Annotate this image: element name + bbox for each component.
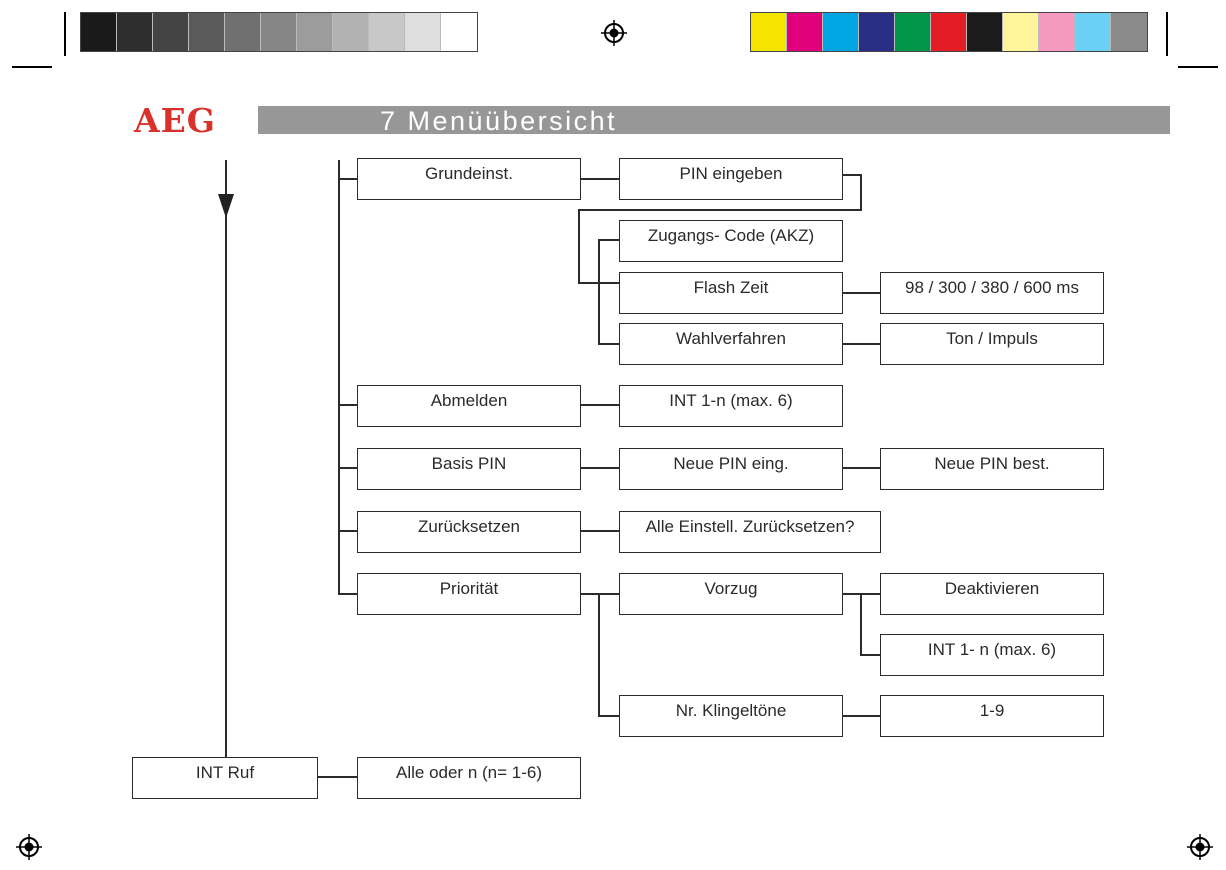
gray-swatch-2 — [117, 13, 153, 51]
menu-box-alle-oder-n: Alle oder n (n= 1-6) — [357, 757, 581, 799]
menu-box-flash-values: 98 / 300 / 380 / 600 ms — [880, 272, 1104, 314]
menu-box-ton-impuls: Ton / Impuls — [880, 323, 1104, 365]
color-swatch-3 — [823, 13, 859, 51]
crop-mark-top-right-horizontal — [1178, 66, 1218, 68]
color-swatch-9 — [1039, 13, 1075, 51]
crop-mark-top-right-vertical — [1166, 12, 1168, 56]
menu-box-zugangs-code: Zugangs- Code (AKZ) — [619, 220, 843, 262]
color-swatch-11 — [1111, 13, 1147, 51]
menu-box-nr-klingeltoene: Nr. Klingeltöne — [619, 695, 843, 737]
sub-spine-prioritaet — [598, 594, 619, 717]
gray-swatch-6 — [261, 13, 297, 51]
menu-box-int-1-n: INT 1-n (max. 6) — [619, 385, 843, 427]
menu-box-flash-zeit: Flash Zeit — [619, 272, 843, 314]
gray-swatch-5 — [225, 13, 261, 51]
menu-box-int-ruf: INT Ruf — [132, 757, 318, 799]
color-swatch-10 — [1075, 13, 1111, 51]
section-title-bar — [258, 106, 1170, 134]
menu-box-wahlverfahren: Wahlverfahren — [619, 323, 843, 365]
gray-swatch-10 — [405, 13, 441, 51]
color-swatch-1 — [751, 13, 787, 51]
menu-box-vorzug: Vorzug — [619, 573, 843, 615]
gray-swatch-3 — [153, 13, 189, 51]
menu-box-range-1-9: 1-9 — [880, 695, 1104, 737]
color-swatch-4 — [859, 13, 895, 51]
menu-box-abmelden: Abmelden — [357, 385, 581, 427]
gray-swatch-11 — [441, 13, 477, 51]
menu-box-pin-eingeben: PIN eingeben — [619, 158, 843, 200]
registration-mark-icon — [16, 834, 42, 860]
color-swatch-8 — [1003, 13, 1039, 51]
gray-swatch-4 — [189, 13, 225, 51]
menu-box-neue-pin-best: Neue PIN best. — [880, 448, 1104, 490]
aeg-logo: AEG — [134, 101, 216, 140]
menu-box-prioritaet: Priorität — [357, 573, 581, 615]
menu-box-neue-pin-eing: Neue PIN eing. — [619, 448, 843, 490]
registration-mark-icon — [601, 20, 627, 46]
menu-box-basis-pin: Basis PIN — [357, 448, 581, 490]
color-swatch-6 — [931, 13, 967, 51]
gray-swatch-9 — [369, 13, 405, 51]
color-calibration-strip — [750, 12, 1148, 52]
menu-box-int-1-n-vorzug: INT 1- n (max. 6) — [880, 634, 1104, 676]
flow-arrowhead-icon — [218, 194, 234, 218]
menu-box-grundeinst: Grundeinst. — [357, 158, 581, 200]
gray-swatch-1 — [81, 13, 117, 51]
crop-mark-top-left-horizontal — [12, 66, 52, 68]
color-swatch-5 — [895, 13, 931, 51]
sub-spine-grundeinst — [598, 239, 619, 345]
gray-swatch-7 — [297, 13, 333, 51]
menu-box-alle-einstell: Alle Einstell. Zurücksetzen? — [619, 511, 881, 553]
menu-box-zuruecksetzen: Zurücksetzen — [357, 511, 581, 553]
gray-calibration-strip — [80, 12, 478, 52]
section-title: 7 Menüübersicht — [380, 106, 618, 136]
registration-mark-icon — [1187, 834, 1213, 860]
gray-swatch-8 — [333, 13, 369, 51]
link-pin-wrap — [578, 174, 862, 284]
color-swatch-2 — [787, 13, 823, 51]
menu-box-deaktivieren: Deaktivieren — [880, 573, 1104, 615]
sub-spine-vorzug — [860, 594, 880, 656]
color-swatch-7 — [967, 13, 1003, 51]
crop-mark-top-left-vertical — [64, 12, 66, 56]
